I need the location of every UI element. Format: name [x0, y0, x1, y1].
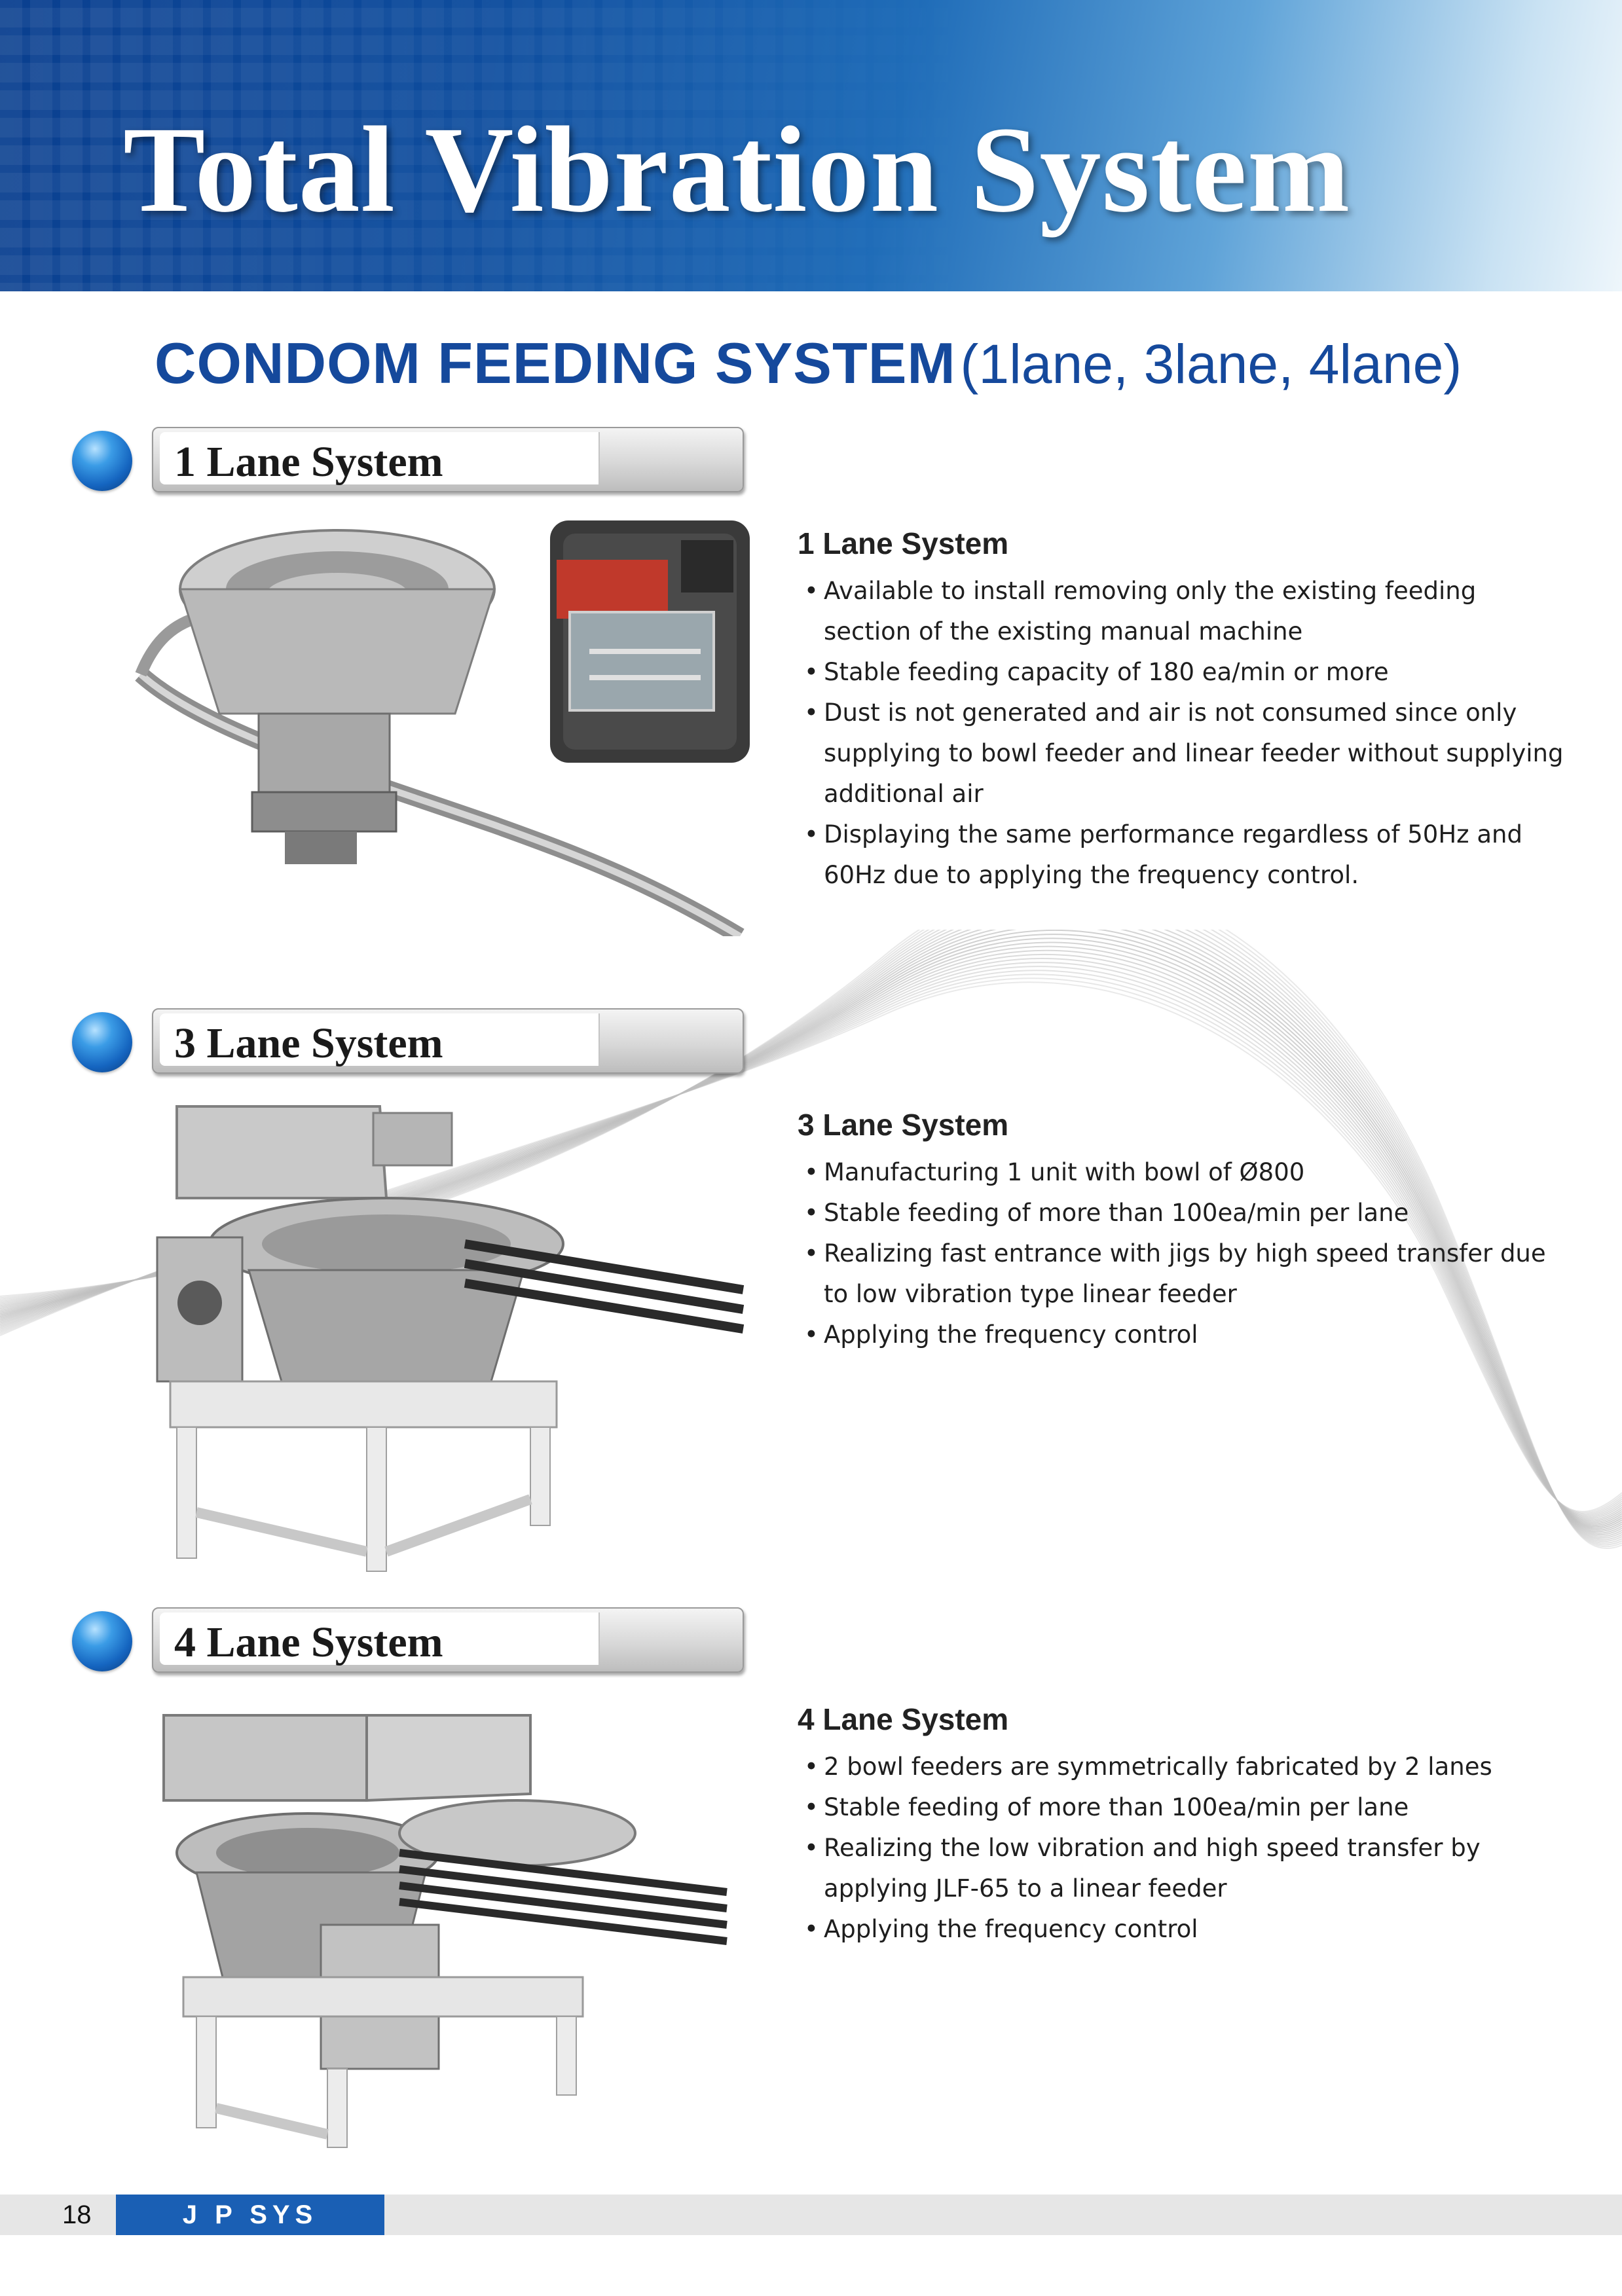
- section-header-3-lane: 3 Lane System: [72, 1008, 746, 1076]
- header-banner: Total Vibration System: [0, 0, 1622, 291]
- section-title: 4 Lane System: [798, 1702, 1009, 1736]
- list-item: •Applying the frequency control: [804, 1915, 1198, 1943]
- list-item: •Stable feeding of more than 100ea/min p…: [804, 1199, 1409, 1227]
- feature-list: •2 bowl feeders are symmetrically fabric…: [798, 1747, 1570, 1950]
- wave-line: [0, 953, 1622, 1521]
- four-lane-machine-image: [162, 1714, 728, 2148]
- wave-line: [0, 977, 1622, 1514]
- list-item: •Stable feeding of more than 100ea/min p…: [804, 1793, 1409, 1821]
- section-header-1-lane: 1 Lane System: [72, 427, 746, 495]
- section-tab: 4 Lane System: [152, 1607, 744, 1673]
- list-item: •Realizing the low vibration and high sp…: [804, 1834, 1481, 1903]
- wave-line: [0, 966, 1622, 1517]
- section-description-4-lane: 4 Lane System •2 bowl feeders are symmet…: [798, 1700, 1570, 1950]
- section-description-3-lane: 3 Lane System •Manufacturing 1 unit with…: [798, 1105, 1570, 1355]
- wave-line: [0, 958, 1622, 1520]
- list-item: •Applying the frequency control: [804, 1321, 1198, 1349]
- one-lane-detail-photo: [550, 520, 750, 763]
- wave-line: [0, 962, 1622, 1518]
- section-title: 3 Lane System: [798, 1108, 1009, 1142]
- one-lane-machine-image: [135, 529, 745, 936]
- list-item: •Displaying the same performance regardl…: [804, 820, 1522, 889]
- section-orb-icon: [72, 1012, 132, 1072]
- section-description-1-lane: 1 Lane System •Available to install remo…: [798, 524, 1570, 896]
- section-orb-icon: [72, 1611, 132, 1671]
- section-tab-title: 3 Lane System: [174, 1019, 443, 1067]
- section-tab-title: 4 Lane System: [174, 1618, 443, 1666]
- section-title: 1 Lane System: [798, 526, 1009, 560]
- list-item: •2 bowl feeders are symmetrically fabric…: [804, 1753, 1492, 1781]
- list-item: •Available to install removing only the …: [804, 577, 1477, 646]
- main-heading-strong: CONDOM FEEDING SYSTEM: [155, 331, 956, 395]
- three-lane-machine-image: [156, 1105, 745, 1572]
- footer-brand: J P SYS: [182, 2200, 318, 2229]
- list-item: •Dust is not generated and air is not co…: [804, 699, 1564, 808]
- main-heading-lanes: (1lane, 3lane, 4lane): [960, 333, 1462, 395]
- wave-line: [0, 970, 1622, 1516]
- page-title: Total Vibration System: [123, 101, 1351, 238]
- banner-pattern: [0, 0, 982, 291]
- wave-line: [0, 949, 1622, 1522]
- section-orb-icon: [72, 431, 132, 491]
- section-tab: 3 Lane System: [152, 1008, 744, 1074]
- list-item: •Realizing fast entrance with jigs by hi…: [804, 1239, 1546, 1308]
- wave-line: [0, 981, 1622, 1512]
- section-tab-title: 1 Lane System: [174, 438, 443, 486]
- section-tab: 1 Lane System: [152, 427, 744, 492]
- main-heading: CONDOM FEEDING SYSTEM (1lane, 3lane, 4la…: [155, 331, 1462, 411]
- footer-brand-bar: J P SYS: [116, 2195, 384, 2235]
- list-item: •Stable feeding capacity of 180 ea/min o…: [804, 658, 1389, 686]
- page-number: 18: [62, 2200, 92, 2229]
- feature-list: •Available to install removing only the …: [798, 571, 1570, 896]
- section-header-4-lane: 4 Lane System: [72, 1607, 746, 1675]
- wave-line: [0, 974, 1622, 1515]
- feature-list: •Manufacturing 1 unit with bowl of Ø800 …: [798, 1152, 1570, 1355]
- list-item: •Manufacturing 1 unit with bowl of Ø800: [804, 1158, 1305, 1186]
